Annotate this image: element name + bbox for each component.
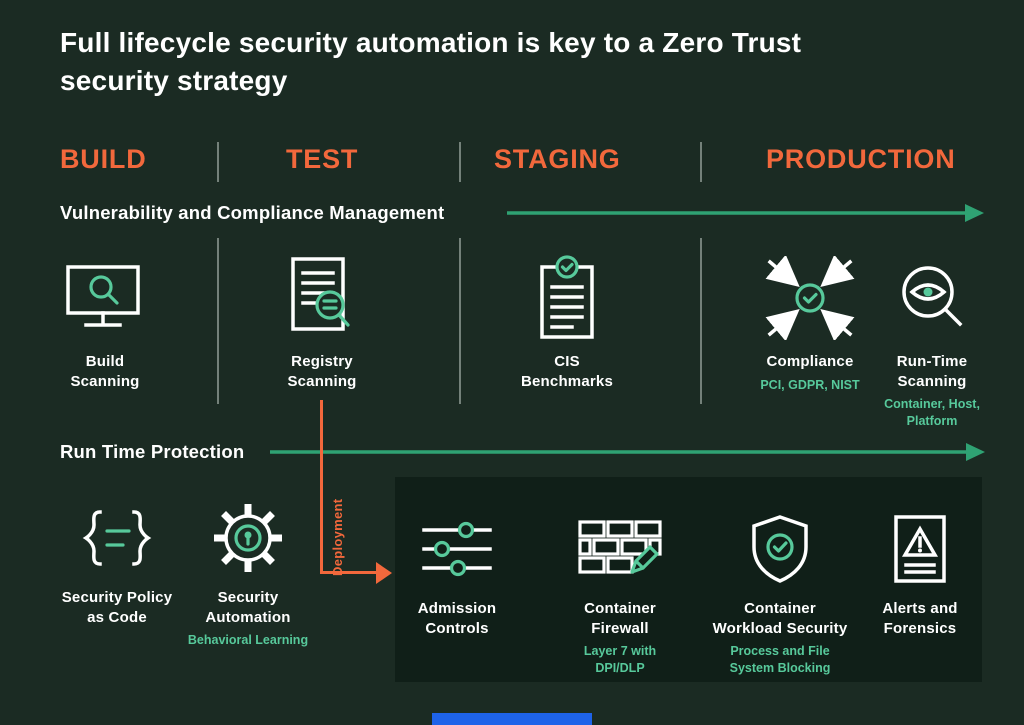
vulnerability-arrow (507, 204, 984, 222)
item-label: Alerts and Forensics (882, 600, 958, 637)
item-label: Container Firewall (584, 600, 656, 637)
sliders-icon (382, 505, 532, 593)
item-container-firewall: Container Firewall Layer 7 with DPI/DLP (545, 505, 695, 677)
item-security-policy-as-code: Security Policy as Code (42, 494, 192, 627)
item-sublabel: Process and File System Blocking (729, 644, 831, 675)
runtime-panel (395, 477, 982, 682)
stage-build: BUILD (60, 144, 147, 174)
item-admission-controls: Admission Controls (382, 505, 532, 638)
deployment-label: Deployment (330, 498, 345, 576)
stage-divider (459, 142, 461, 182)
item-security-automation: Security Automation Behavioral Learning (173, 494, 323, 649)
stage-staging: STAGING (494, 144, 621, 174)
stage-production: PRODUCTION (766, 144, 956, 174)
gear-lock-icon (173, 494, 323, 582)
monitor-search-icon (30, 250, 180, 346)
item-label: Build Scanning (70, 353, 140, 390)
item-runtime-scanning: Run-Time Scanning Container, Host, Platf… (857, 250, 1007, 430)
runtime-arrow (270, 443, 985, 461)
item-container-workload-security: Container Workload Security Process and … (700, 505, 860, 677)
item-label: Registry Scanning (287, 353, 357, 390)
deployment-connector-vertical (320, 400, 323, 574)
document-alert-icon (845, 505, 995, 593)
item-build-scanning: Build Scanning (30, 250, 180, 391)
shield-check-icon (700, 505, 860, 593)
stage-divider (217, 142, 219, 182)
item-label: Admission Controls (417, 600, 497, 637)
stage-divider (700, 142, 702, 182)
item-alerts-and-forensics: Alerts and Forensics (845, 505, 995, 638)
stage-divider (217, 238, 219, 404)
deployment-connector-horizontal (320, 571, 378, 574)
eye-magnifier-icon (857, 250, 1007, 346)
stage-divider (459, 238, 461, 404)
bottom-accent-bar (432, 713, 592, 725)
page-title: Full lifecycle security automation is ke… (60, 27, 802, 97)
item-label: Compliance (766, 353, 854, 370)
code-braces-icon (42, 494, 192, 582)
item-sublabel: Behavioral Learning (187, 633, 309, 647)
stage-divider (700, 238, 702, 404)
vulnerability-track-label: Vulnerability and Compliance Management (60, 202, 445, 223)
document-search-icon (247, 250, 397, 346)
item-sublabel: PCI, GDPR, NIST (760, 377, 860, 392)
item-registry-scanning: Registry Scanning (247, 250, 397, 391)
converging-arrows-check-icon (735, 250, 885, 346)
firewall-pencil-icon (545, 505, 695, 593)
item-sublabel: Container, Host, Platform (884, 397, 980, 428)
item-label: Security Policy as Code (61, 589, 173, 626)
item-label: Security Automation (205, 589, 291, 626)
item-label: Container Workload Security (712, 600, 848, 637)
deployment-arrowhead-icon (376, 562, 392, 584)
item-label: CIS Benchmarks (520, 353, 614, 390)
item-cis-benchmarks: CIS Benchmarks (492, 250, 642, 391)
item-compliance: Compliance PCI, GDPR, NIST (735, 250, 885, 393)
stage-test: TEST (286, 144, 359, 174)
clipboard-check-icon (492, 250, 642, 346)
item-sublabel: Layer 7 with DPI/DLP (583, 644, 657, 675)
item-label: Run-Time Scanning (896, 353, 968, 390)
runtime-track-label: Run Time Protection (60, 441, 245, 462)
